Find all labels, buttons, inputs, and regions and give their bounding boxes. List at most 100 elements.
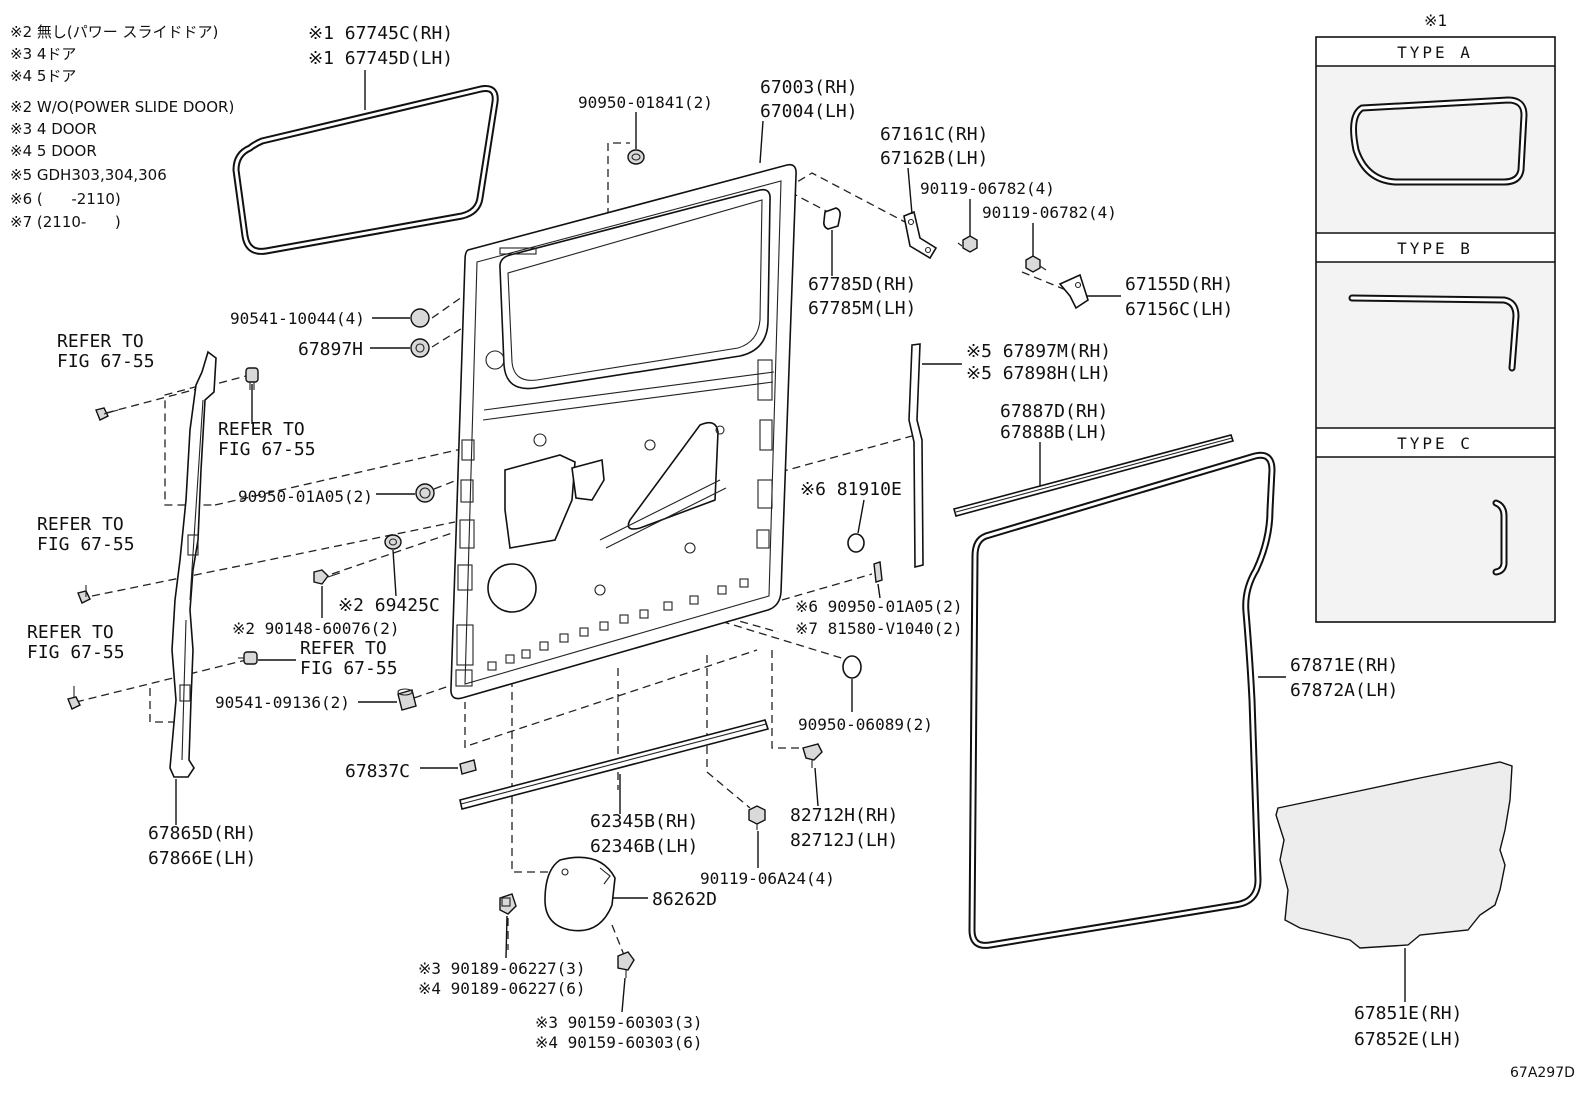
service-hole-cover <box>544 856 616 932</box>
label-side-trim-rh: 67865D(RH) <box>148 823 256 844</box>
label-seal-vertical-rh: ※5 67897M(RH) <box>966 341 1111 362</box>
label-glass-weatherstrip-lh: ※1 67745D(LH) <box>308 48 453 69</box>
screw-left-2-icon <box>77 585 91 604</box>
clip-82712 <box>802 743 823 768</box>
label-service-cover-rh: 67851E(RH) <box>1354 1003 1462 1024</box>
note-en-6: ※7 (2110- ) <box>10 213 121 231</box>
type-c-shape <box>1492 499 1508 576</box>
note-en-2: ※3 4 DOOR <box>10 120 97 138</box>
label-cover-86262: 86262D <box>652 889 717 910</box>
label-door-panel-rh: 67003(RH) <box>760 77 858 98</box>
label-refer-4-line1: REFER TO <box>27 622 114 643</box>
label-refer-5-line1: REFER TO <box>300 638 387 659</box>
label-bolt-upper-2: 90119-06782(4) <box>982 203 1117 222</box>
hole-plug-lower <box>842 655 862 679</box>
label-belt-strip-rh: 67887D(RH) <box>1000 401 1108 422</box>
clip-left-1-icon <box>245 367 259 390</box>
cushion-69425 <box>384 534 402 550</box>
label-seal-vertical-lh: ※5 67898H(LH) <box>966 363 1111 384</box>
screw-90189-icon <box>499 893 517 915</box>
label-screw-90159-2: ※4 90159-60303(6) <box>535 1033 703 1052</box>
note-en-1: ※2 W/O(POWER SLIDE DOOR) <box>10 98 234 116</box>
type-b-header: TYPE B <box>1397 239 1473 258</box>
leader-lines <box>175 70 1406 1013</box>
label-lower-strip-lh: 62346B(LH) <box>590 836 698 857</box>
label-clip-82712-rh: 82712H(RH) <box>790 805 898 826</box>
label-door-weatherstrip-rh: 67871E(RH) <box>1290 655 1398 676</box>
hole-plug-mid <box>415 483 435 503</box>
label-lower-strip-rh: 62345B(RH) <box>590 811 698 832</box>
label-hole-plug-mid: 90950-01A05(2) <box>238 487 373 506</box>
cushion-67897 <box>410 338 430 358</box>
label-clip-82712-lh: 82712J(LH) <box>790 830 898 851</box>
label-bracket-right-lh: 67156C(LH) <box>1125 299 1233 320</box>
bracket-right <box>1058 273 1089 310</box>
label-cushion-69425: ※2 69425C <box>338 595 440 616</box>
screw-left-1-icon <box>95 407 119 421</box>
bolt-lower-icon <box>748 805 766 830</box>
label-hole-plug-right-2: ※7 81580-V1040(2) <box>795 619 963 638</box>
screw-left-3-icon <box>67 686 81 710</box>
note-en-4: ※5 GDH303,304,306 <box>10 166 167 184</box>
screw-90159-icon <box>617 951 635 978</box>
label-clip-67837: 67837C <box>345 761 410 782</box>
label-door-panel-lh: 67004(LH) <box>760 101 858 122</box>
clip-left-2-icon <box>238 651 258 665</box>
note-en-3: ※4 5 DOOR <box>10 142 97 160</box>
note-jp-2: ※3 4ドア <box>10 45 76 63</box>
type-panel: ※1 TYPE A TYPE B TYPE C <box>1315 11 1556 623</box>
upper-bracket <box>903 210 938 260</box>
label-refer-4-line2: FIG 67-55 <box>27 642 125 663</box>
clip-81910 <box>847 533 865 553</box>
stopper-upper <box>823 207 841 230</box>
label-stopper-upper-rh: 67785D(RH) <box>808 274 916 295</box>
label-bolt-upper-1: 90119-06782(4) <box>920 179 1055 198</box>
door-weatherstrip <box>968 451 1276 949</box>
label-refer-2-line2: FIG 67-55 <box>218 439 316 460</box>
label-screw-90189-1: ※3 90189-06227(3) <box>418 959 586 978</box>
hole-plug-top <box>627 149 645 165</box>
type-c-header: TYPE C <box>1397 434 1473 453</box>
label-stopper-upper-lh: 67785M(LH) <box>808 298 916 319</box>
label-bolt-lower: 90119-06A24(4) <box>700 869 835 888</box>
label-side-trim-lh: 67866E(LH) <box>148 848 256 869</box>
lower-strip <box>459 719 770 810</box>
label-belt-strip-lh: 67888B(LH) <box>1000 422 1108 443</box>
label-refer-2-line1: REFER TO <box>218 419 305 440</box>
figure-code: 67A297D <box>1510 1065 1575 1081</box>
door-window-opening <box>499 188 771 390</box>
note-jp-1: ※2 無し(パワー スライドドア) <box>10 23 218 41</box>
label-glass-weatherstrip-rh: ※1 67745C(RH) <box>308 23 453 44</box>
label-cushion-67897: 67897H <box>298 339 363 360</box>
bolt-upper-2-icon <box>1025 255 1047 273</box>
label-refer-1-line1: REFER TO <box>57 331 144 352</box>
bolt-upper-1-icon <box>957 235 978 253</box>
label-clip-81910: ※6 81910E <box>800 479 902 500</box>
part-labels: ※1 67745C(RH) ※1 67745D(LH) 90950-01841(… <box>27 23 1575 1081</box>
clip-67837 <box>459 759 477 775</box>
note-jp-3: ※4 5ドア <box>10 67 76 85</box>
hole-plug-right <box>873 561 883 583</box>
type-a-header: TYPE A <box>1397 43 1473 62</box>
note-en-5: ※6 ( -2110) <box>10 190 121 208</box>
type-a-shape <box>1350 96 1528 186</box>
side-trim <box>169 350 217 778</box>
label-hole-plug-top: 90950-01841(2) <box>578 93 713 112</box>
label-service-cover-lh: 67852E(LH) <box>1354 1029 1462 1050</box>
vertical-seal <box>908 343 924 569</box>
label-refer-3-line2: FIG 67-55 <box>37 534 135 555</box>
label-upper-bracket-lh: 67162B(LH) <box>880 148 988 169</box>
notes: ※2 無し(パワー スライドドア) ※3 4ドア ※4 5ドア ※2 W/O(P… <box>10 23 234 231</box>
glass-weatherstrip <box>232 85 499 255</box>
label-refer-5-line2: FIG 67-55 <box>300 658 398 679</box>
label-bolt-90148: ※2 90148-60076(2) <box>232 619 400 638</box>
cushion-lower <box>397 688 417 711</box>
cushion-upper <box>410 308 430 328</box>
service-cover <box>1275 761 1513 949</box>
belt-strip <box>953 434 1235 517</box>
label-hole-plug-right-1: ※6 90950-01A05(2) <box>795 597 963 616</box>
type-b-shape <box>1348 294 1520 372</box>
label-hole-plug-lower: 90950-06089(2) <box>798 715 933 734</box>
type-panel-mark: ※1 <box>1424 11 1447 30</box>
